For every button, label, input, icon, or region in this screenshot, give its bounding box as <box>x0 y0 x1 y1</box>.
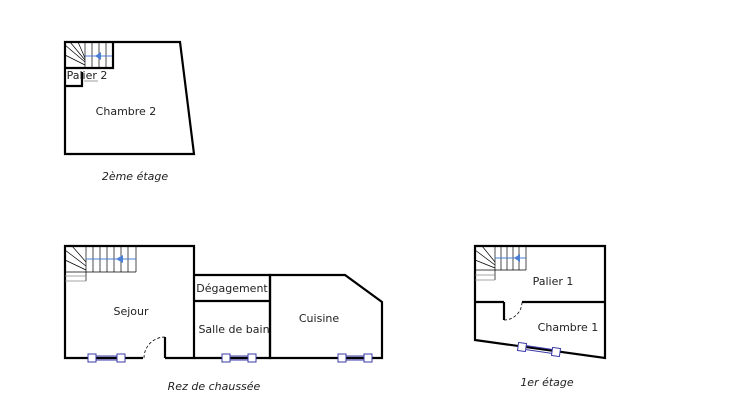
staircase <box>64 41 115 70</box>
caption-first-floor: 1er étage <box>520 376 574 389</box>
plan-first-floor: Palier 1 Chambre 1 1er étage <box>473 244 607 389</box>
window <box>221 353 257 363</box>
window <box>337 353 373 363</box>
room-label-palier-1: Palier 1 <box>533 275 574 288</box>
staircase <box>474 245 527 281</box>
room-label-salle-de-bain: Salle de bain <box>198 323 269 336</box>
room-label-chambre-1: Chambre 1 <box>538 321 599 334</box>
kitchen-walls <box>268 273 384 360</box>
room-label-palier-2: Palier 2 <box>67 69 108 82</box>
room-label-degagement: Dégagement <box>196 282 268 295</box>
wall-outline <box>63 40 196 156</box>
stair-arrow-icon <box>116 255 123 263</box>
caption-second-floor: 2ème étage <box>102 170 169 183</box>
landing-wall <box>65 72 84 88</box>
room-label-chambre-2: Chambre 2 <box>96 105 157 118</box>
window <box>516 341 562 358</box>
wall-outline <box>473 244 607 360</box>
room-label-sejour: Sejour <box>113 305 149 318</box>
stair-arrow-icon <box>514 254 520 262</box>
window <box>87 353 126 363</box>
stair-arrow-icon <box>95 52 101 60</box>
door <box>143 336 167 359</box>
caption-ground-floor: Rez de chaussée <box>168 380 261 393</box>
sejour-walls <box>63 244 196 360</box>
door <box>502 301 523 321</box>
plan-second-floor: Palier 2 Chambre 2 2ème étage <box>63 40 196 183</box>
room-label-cuisine: Cuisine <box>299 312 339 325</box>
staircase <box>64 245 137 282</box>
plan-ground-floor: Sejour Dégagement Salle de bain Cuisine … <box>63 244 384 393</box>
